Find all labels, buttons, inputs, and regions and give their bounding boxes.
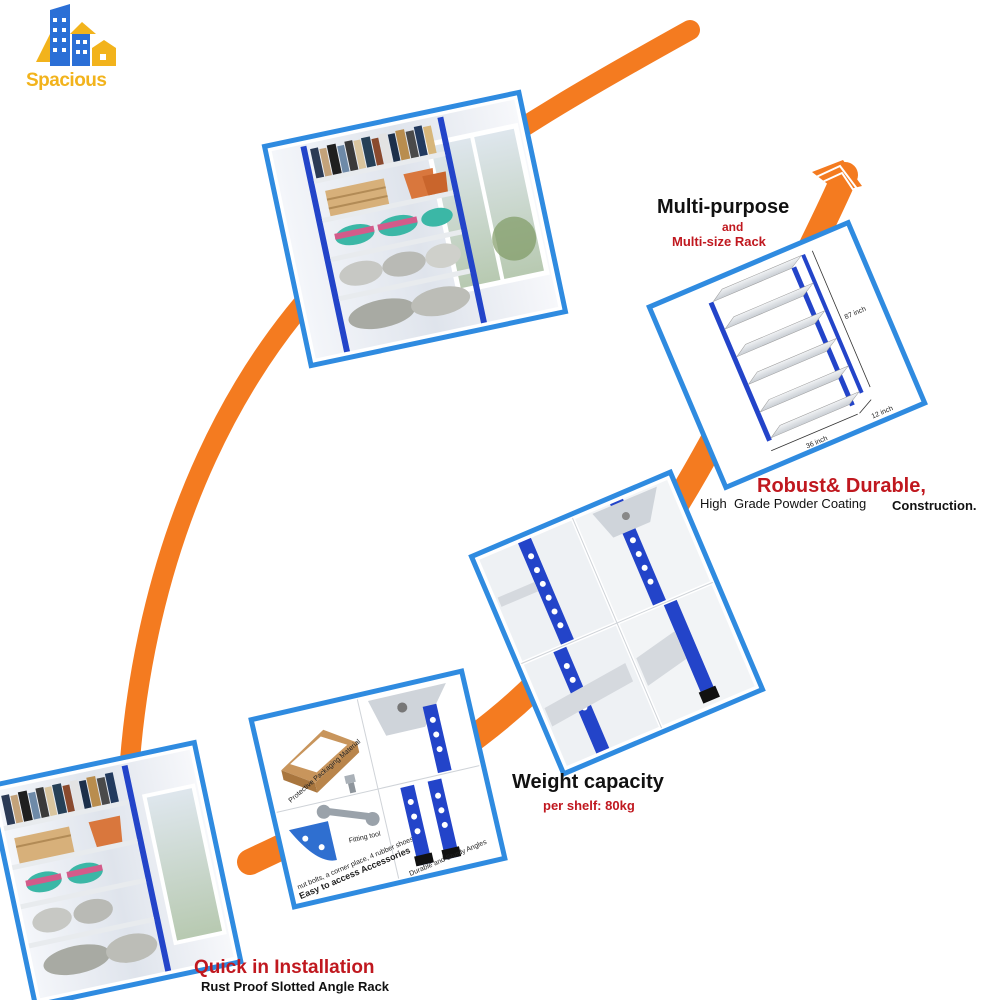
wrench-icon [316, 804, 380, 826]
photo-room-rack-top [261, 89, 569, 369]
photo-angle-closeups [468, 468, 766, 778]
caption-robust-construction: Construction. [892, 498, 977, 513]
caption-quick-subtitle: Rust Proof Slotted Angle Rack [201, 979, 390, 994]
arrow-chevron-icon [812, 160, 862, 195]
caption-multi-purpose-and: and [722, 220, 744, 234]
caption-quick-title: Quick in Installation [194, 957, 375, 978]
photo-room-rack-bottom [0, 739, 244, 1000]
photo-accessories: Protective Packaging Material Fitting to… [248, 668, 508, 910]
caption-robust-high: High [700, 496, 727, 511]
caption-weight-subtitle: per shelf: 80kg [543, 798, 635, 813]
house-icon [92, 40, 116, 66]
photo-rack-dimensions: 36 inch 87 inch 12 inch [646, 219, 928, 491]
caption-multi-purpose-subtitle: Multi-size Rack [672, 234, 766, 249]
caption-multi-purpose-title: Multi-purpose [657, 196, 790, 218]
box-icon [281, 729, 360, 793]
caption-robust-grade: Grade Powder Coating [734, 496, 867, 511]
bolt-icon [344, 774, 357, 794]
spacious-logo-icon [36, 4, 116, 66]
caption-weight-title: Weight capacity [512, 771, 664, 793]
caption-robust-title: Robust& Durable, [757, 475, 926, 497]
brand-name: Spacious [26, 70, 107, 91]
corner-plate-icon [288, 821, 337, 861]
